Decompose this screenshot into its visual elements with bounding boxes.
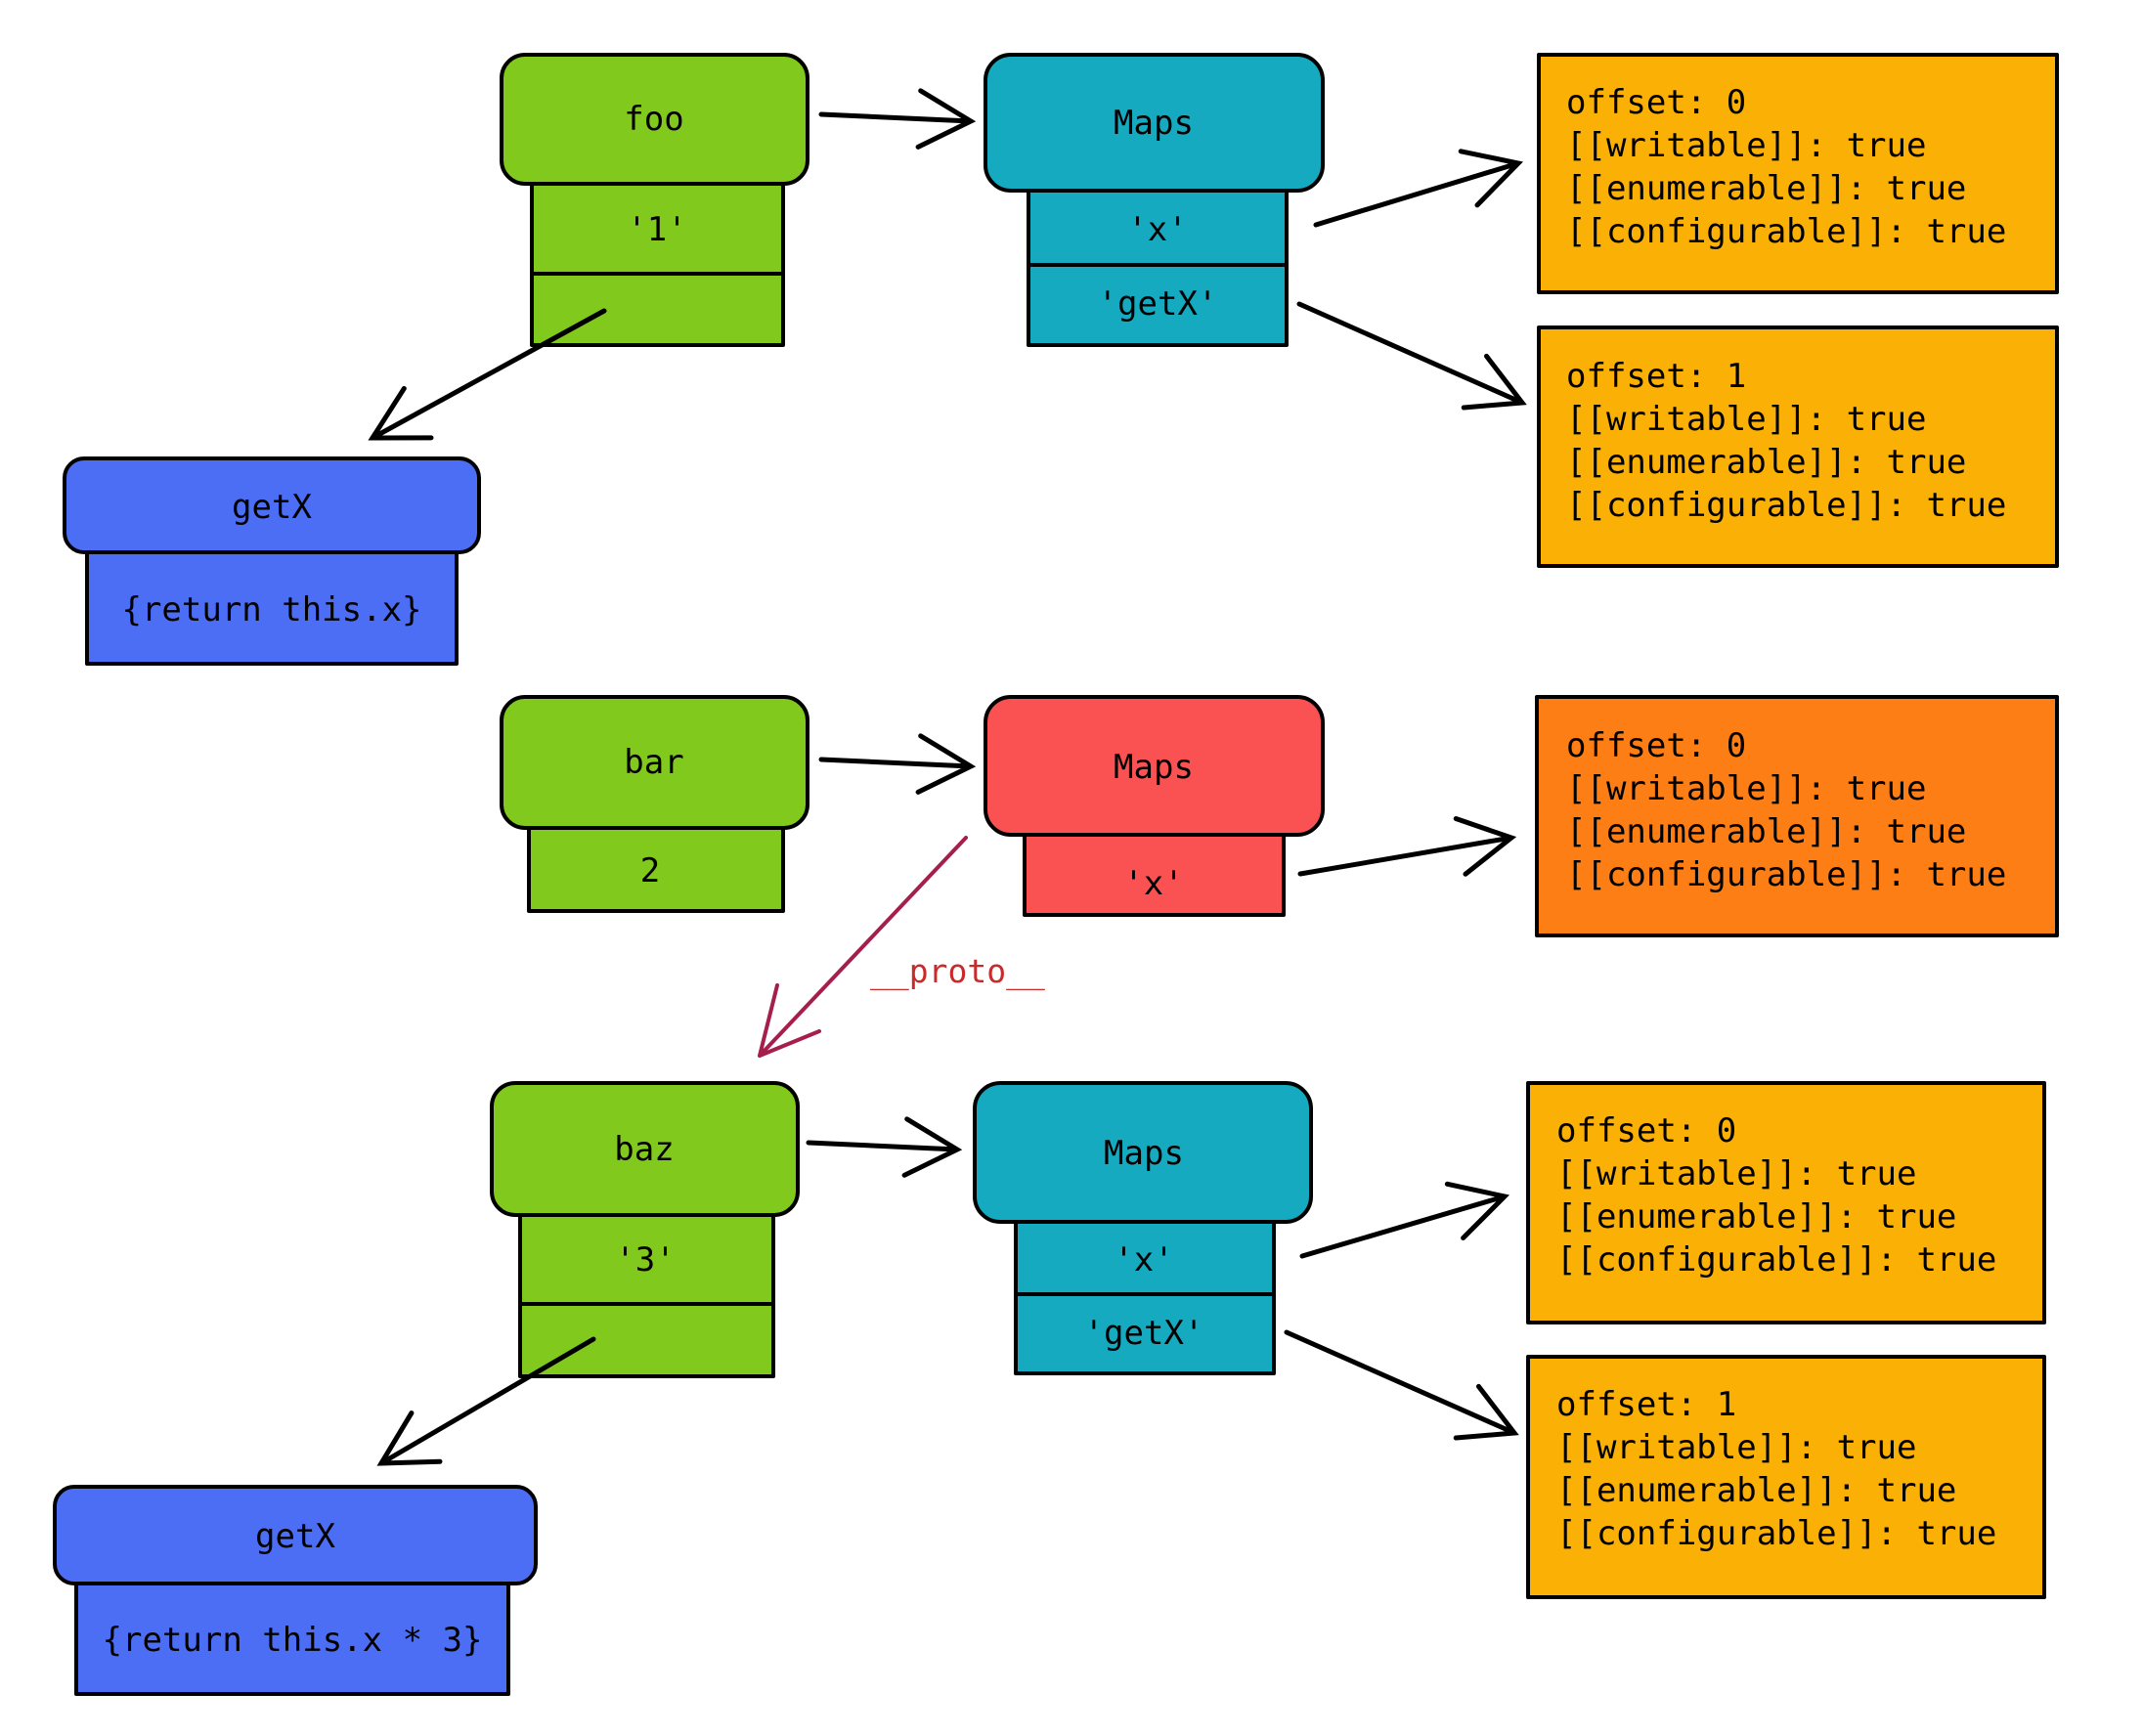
object-slot <box>530 182 785 276</box>
descriptor-line: [[enumerable]]: true <box>1556 1197 1956 1237</box>
function-getx-baz: getX {return this.x * 3} <box>53 1485 538 1696</box>
map-bar: Maps 'x' <box>984 695 1325 917</box>
descriptor-line: [[enumerable]]: true <box>1566 812 1966 851</box>
map-key <box>1023 833 1286 917</box>
descriptor-line: [[configurable]]: true <box>1566 855 2006 894</box>
object-foo: foo '1' <box>500 53 809 347</box>
descriptor-bg <box>1537 326 2059 568</box>
descriptor-line: [[configurable]]: true <box>1556 1514 1996 1553</box>
arrow <box>818 88 977 150</box>
function-name: getX <box>232 488 312 527</box>
map-key <box>1014 1220 1276 1296</box>
function-body-bg <box>74 1582 510 1696</box>
descriptor-box: offset: 1 [[writable]]: true [[enumerabl… <box>1537 326 2059 568</box>
map-key-label: 'x' <box>1114 1240 1173 1280</box>
object-slot <box>527 826 785 913</box>
descriptor-line: [[configurable]]: true <box>1566 212 2006 251</box>
object-name: foo <box>624 100 683 139</box>
descriptor-line: offset: 1 <box>1556 1385 1736 1424</box>
map-key <box>1027 263 1289 347</box>
descriptor-bg <box>1537 53 2059 294</box>
function-body: {return this.x} <box>121 590 421 629</box>
object-slot <box>530 272 785 347</box>
map-key-label: 'x' <box>1127 210 1187 249</box>
object-bar: bar 2 <box>500 695 809 913</box>
arrow <box>376 1336 596 1466</box>
arrow <box>1299 1181 1510 1259</box>
arrow <box>1284 1329 1519 1441</box>
function-body-bg <box>85 550 459 666</box>
object-name: bar <box>624 743 683 782</box>
descriptor-bg <box>1526 1355 2046 1599</box>
function-body: {return this.x * 3} <box>103 1621 483 1660</box>
arrow <box>1313 149 1523 228</box>
object-slot <box>518 1302 775 1378</box>
descriptor-line: offset: 0 <box>1556 1111 1736 1150</box>
descriptor-box: offset: 0 [[writable]]: true [[enumerabl… <box>1535 695 2059 937</box>
descriptor-bg <box>1526 1081 2046 1324</box>
proto-arrow: __proto__ <box>758 836 1045 1058</box>
descriptor-line: [[enumerable]]: true <box>1566 443 1966 482</box>
map-key-label: 'getX' <box>1084 1314 1204 1353</box>
descriptor-box: offset: 0 [[writable]]: true [[enumerabl… <box>1526 1081 2046 1324</box>
map-title: Maps <box>1104 1134 1184 1173</box>
map-key <box>1014 1292 1276 1375</box>
map-title: Maps <box>1114 748 1194 787</box>
object-slot-value: '1' <box>627 210 686 249</box>
descriptor-line: offset: 0 <box>1566 726 1746 765</box>
descriptor-line: [[writable]]: true <box>1566 126 1926 165</box>
object-baz: baz '3' <box>490 1081 800 1378</box>
map-foo: Maps 'x' 'getX' <box>984 53 1325 347</box>
descriptor-line: [[enumerable]]: true <box>1566 169 1966 208</box>
map-baz: Maps 'x' 'getX' <box>973 1081 1313 1375</box>
arrow <box>368 308 607 441</box>
object-slot-value: 2 <box>640 851 660 890</box>
descriptor-line: [[configurable]]: true <box>1566 486 2006 525</box>
function-getx: getX {return this.x} <box>63 456 481 666</box>
arrow <box>1297 816 1517 877</box>
descriptor-line: [[configurable]]: true <box>1556 1240 1996 1280</box>
arrows <box>368 88 1527 1466</box>
descriptor-line: offset: 0 <box>1566 83 1746 122</box>
descriptor-line: offset: 1 <box>1566 357 1746 396</box>
object-slot-value: '3' <box>615 1240 675 1280</box>
descriptor-line: [[enumerable]]: true <box>1556 1471 1956 1510</box>
descriptor-bg <box>1535 695 2059 937</box>
object-name: baz <box>614 1130 674 1169</box>
function-name: getX <box>255 1517 335 1556</box>
descriptor-line: [[writable]]: true <box>1556 1154 1916 1194</box>
map-title: Maps <box>1114 104 1194 143</box>
descriptor-line: [[writable]]: true <box>1566 400 1926 439</box>
descriptor-box: offset: 1 [[writable]]: true [[enumerabl… <box>1526 1355 2046 1599</box>
map-key-label: 'x' <box>1123 864 1183 903</box>
arrow <box>806 1116 963 1178</box>
proto-label: __proto__ <box>870 952 1045 991</box>
arrow <box>818 733 977 795</box>
descriptor-line: [[writable]]: true <box>1556 1428 1916 1467</box>
descriptor-box: offset: 0 [[writable]]: true [[enumerabl… <box>1537 53 2059 294</box>
descriptor-line: [[writable]]: true <box>1566 769 1926 808</box>
map-key <box>1027 189 1289 267</box>
object-slot <box>518 1213 775 1306</box>
map-key-label: 'getX' <box>1098 284 1218 324</box>
arrow <box>1296 301 1527 411</box>
